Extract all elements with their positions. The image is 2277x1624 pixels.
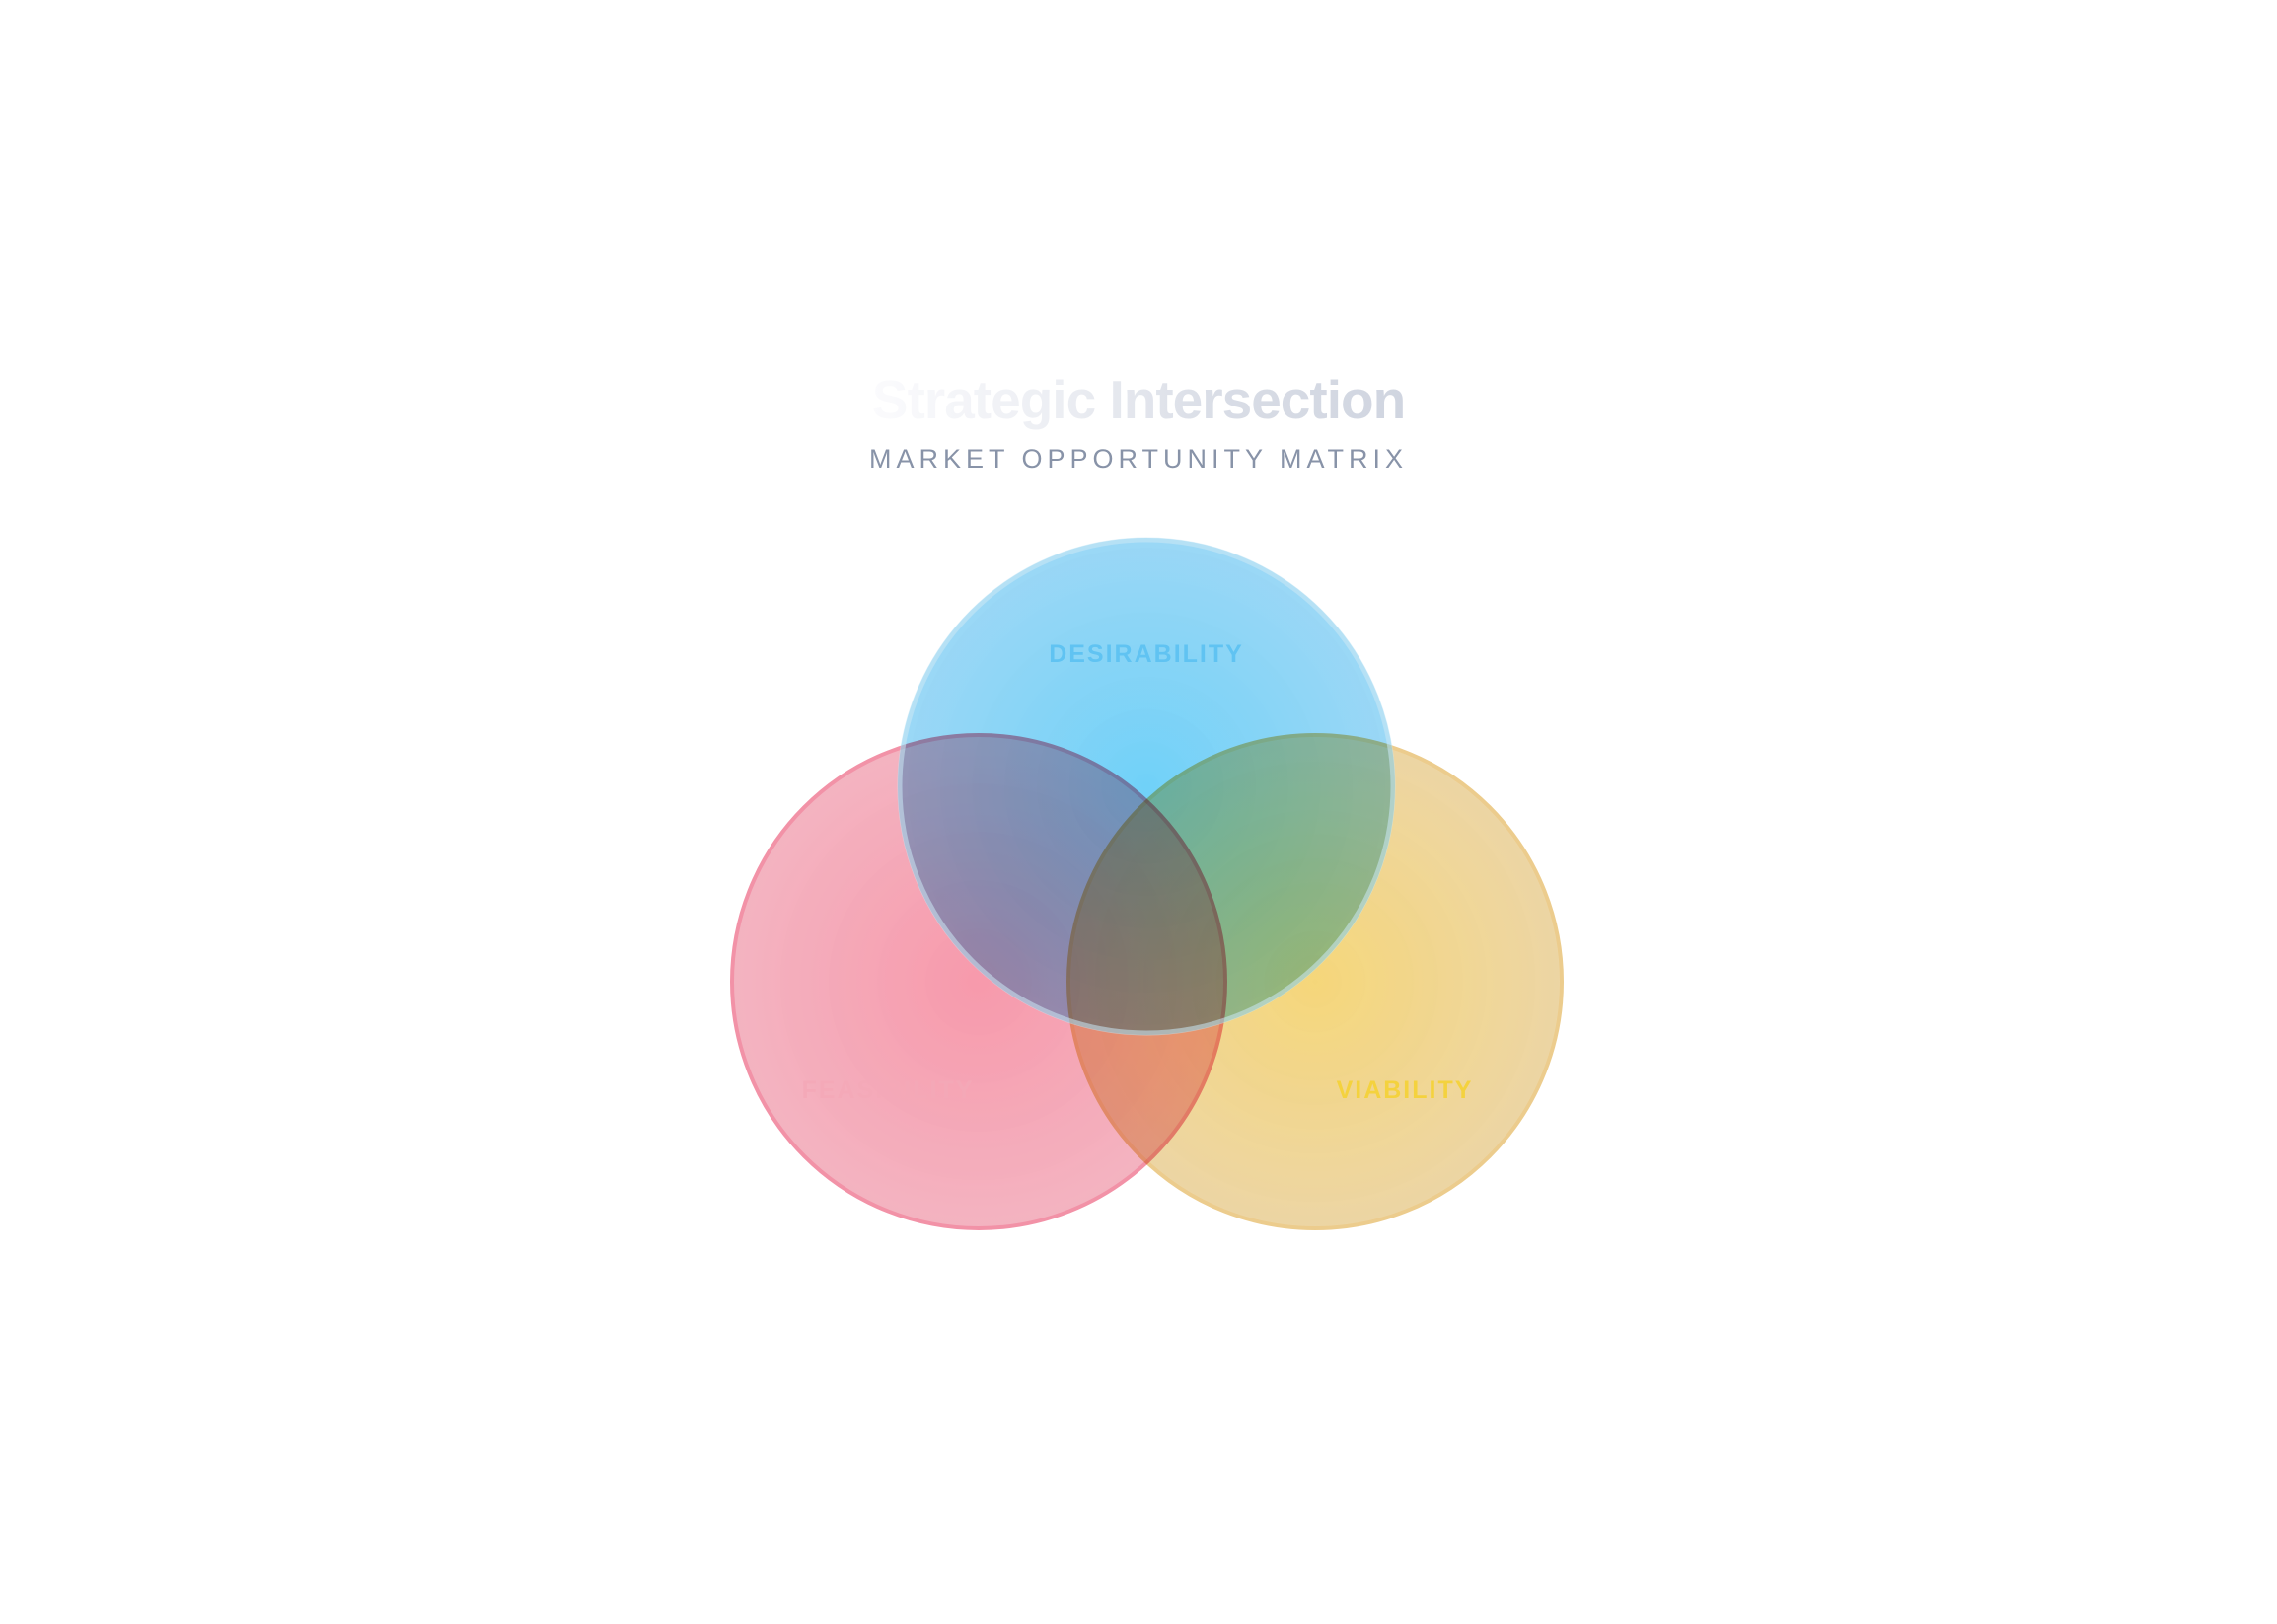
feasibility-label: FEASIBILITY bbox=[802, 1076, 975, 1104]
desirability-label: DESIRABILITY bbox=[1049, 640, 1244, 668]
page-title: Strategic Intersection bbox=[872, 365, 1406, 434]
desirability-outline bbox=[897, 537, 1396, 1036]
set-viability bbox=[1066, 733, 1564, 1230]
viability-label: VIABILITY bbox=[1337, 1076, 1474, 1104]
page-subtitle: MARKET OPPORTUNITY MATRIX bbox=[868, 444, 1409, 474]
viability-circle bbox=[1066, 733, 1564, 1230]
